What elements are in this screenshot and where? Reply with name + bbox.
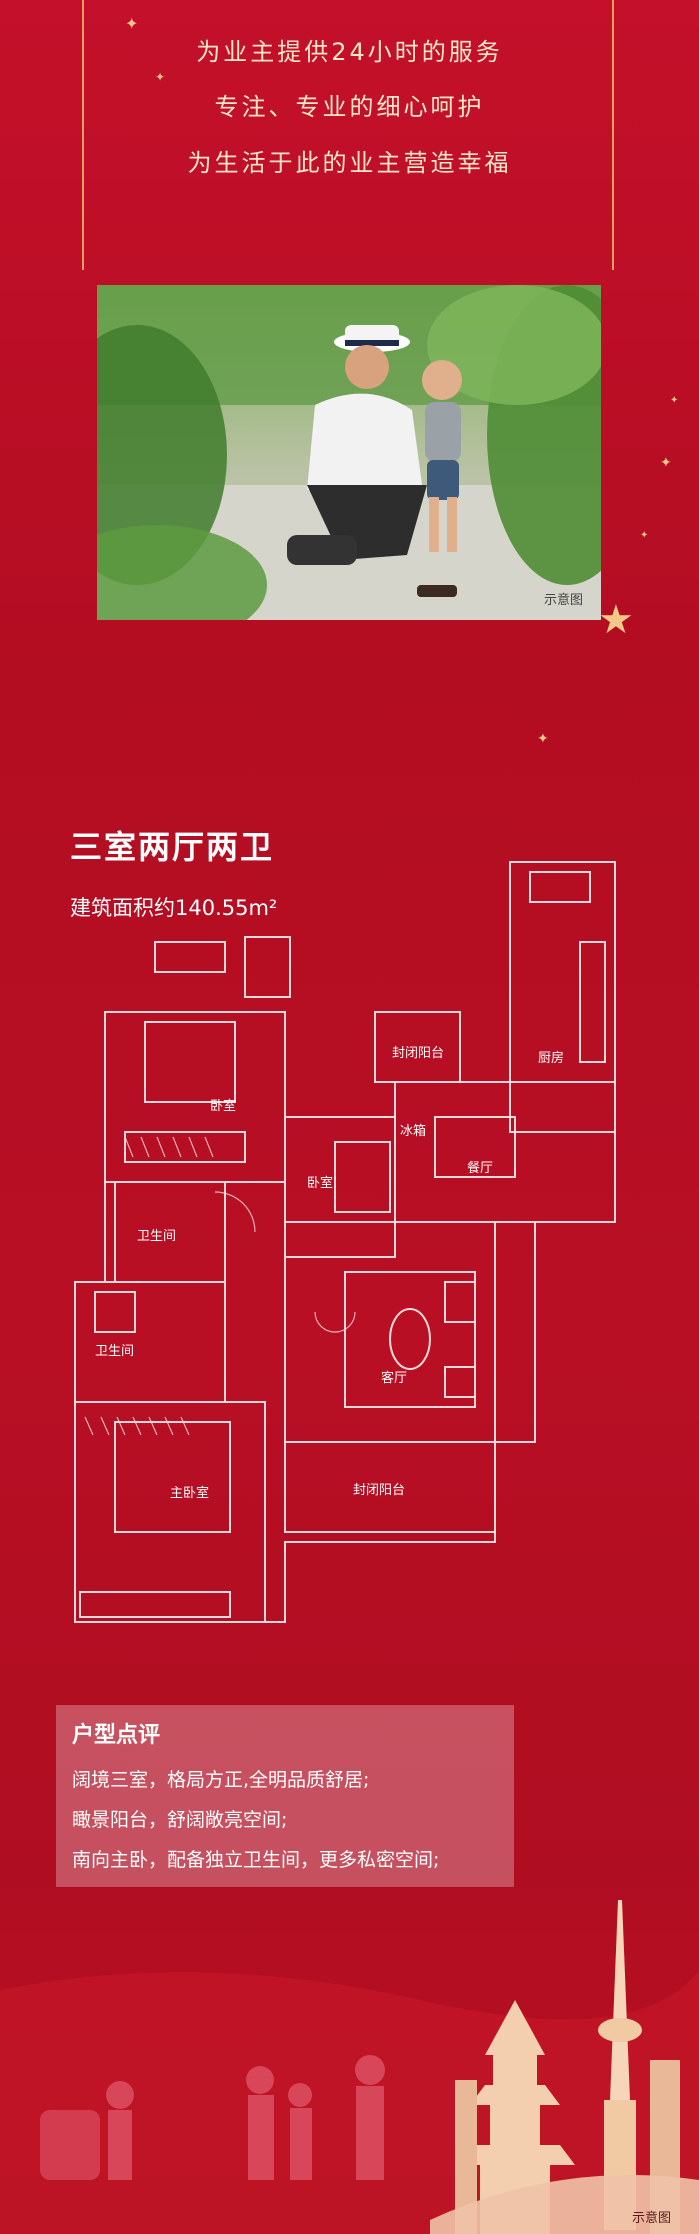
footer-caption: 示意图 bbox=[631, 2211, 671, 2226]
slogan-line-3: 为生活于此的业主营造幸福 bbox=[187, 149, 512, 177]
room-label-balcony-bottom: 封闭阳台 bbox=[353, 1483, 405, 1498]
room-label-bedroom2: 卧室 bbox=[307, 1175, 333, 1191]
room-label-balcony-top: 封闭阳台 bbox=[392, 1046, 444, 1061]
sparkle-icon: ✦ bbox=[640, 530, 649, 541]
sparkle-icon: ✦ bbox=[670, 395, 679, 406]
room-label-living: 客厅 bbox=[381, 1370, 407, 1386]
sparkle-icon: ✦ bbox=[537, 731, 549, 747]
sparkle-icon: ✦ bbox=[125, 14, 139, 33]
room-label-dining: 餐厅 bbox=[467, 1160, 493, 1176]
review-title: 户型点评 bbox=[72, 1723, 161, 1748]
review-line-2: 瞰景阳台，舒阔敞亮空间; bbox=[72, 1809, 288, 1831]
frame-line-left bbox=[82, 0, 84, 270]
slogan-line-2: 专注、专业的细心呵护 bbox=[214, 93, 485, 121]
room-label-master: 主卧室 bbox=[170, 1485, 209, 1501]
star-icon: ★ bbox=[598, 597, 634, 643]
sparkle-icon: ✦ bbox=[660, 455, 672, 471]
photo-illustration bbox=[97, 285, 601, 620]
floor-plan: 卧室 卧室 主卧室 卫生间 卫生间 封闭阳台 厨房 冰箱 餐厅 客厅 封闭阳台 bbox=[74, 861, 616, 1623]
unit-area: 建筑面积约140.55m² bbox=[70, 896, 278, 920]
service-photo: 示意图 bbox=[97, 285, 601, 620]
review-panel: 户型点评 阔境三室，格局方正,全明品质舒居; 瞰景阳台，舒阔敞亮空间; 南向主卧… bbox=[56, 1705, 514, 1887]
frame-line-right bbox=[612, 0, 614, 270]
room-label-bath2: 卫生间 bbox=[95, 1344, 134, 1359]
review-line-3: 南向主卧，配备独立卫生间，更多私密空间; bbox=[72, 1849, 440, 1871]
photo-caption: 示意图 bbox=[543, 593, 583, 608]
slogan-line-1: 为业主提供24小时的服务 bbox=[196, 38, 503, 66]
review-line-1: 阔境三室，格局方正,全明品质舒居; bbox=[72, 1769, 370, 1791]
room-label-kitchen: 厨房 bbox=[538, 1050, 564, 1066]
sparkle-icon: ✦ bbox=[155, 70, 166, 84]
skyline-illustration bbox=[0, 1880, 699, 2234]
room-label-bedroom1: 卧室 bbox=[210, 1098, 236, 1114]
unit-title: 三室两厅两卫 bbox=[70, 828, 275, 866]
room-label-bath1: 卫生间 bbox=[137, 1229, 176, 1244]
room-label-fridge: 冰箱 bbox=[400, 1123, 426, 1139]
